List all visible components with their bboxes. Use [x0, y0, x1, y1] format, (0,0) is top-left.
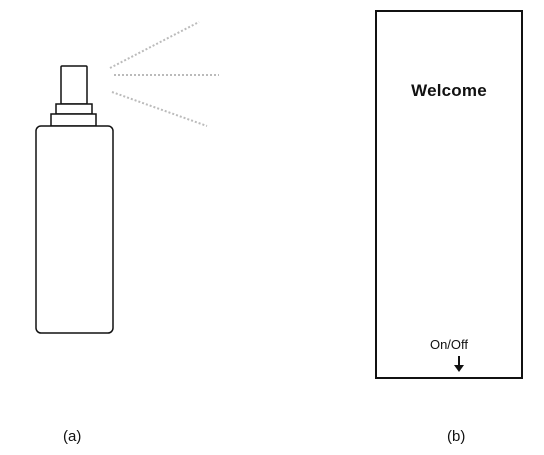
device-screen: Welcome On/Off — [375, 10, 523, 379]
spray-line-lower — [111, 91, 208, 127]
welcome-title: Welcome — [411, 81, 487, 100]
caption-a: (a) — [63, 428, 82, 445]
bottle-nozzle — [60, 65, 88, 105]
spray-line-upper — [109, 21, 200, 69]
spray-mist — [109, 21, 219, 127]
bottle-neck-upper — [55, 103, 93, 115]
spray-bottle-icon — [35, 65, 114, 334]
caption-b: (b) — [447, 428, 466, 445]
bottle-body — [35, 125, 114, 334]
down-arrow-icon — [454, 356, 464, 372]
on-off-label: On/Off — [429, 337, 469, 352]
bottle-collar — [50, 113, 97, 127]
